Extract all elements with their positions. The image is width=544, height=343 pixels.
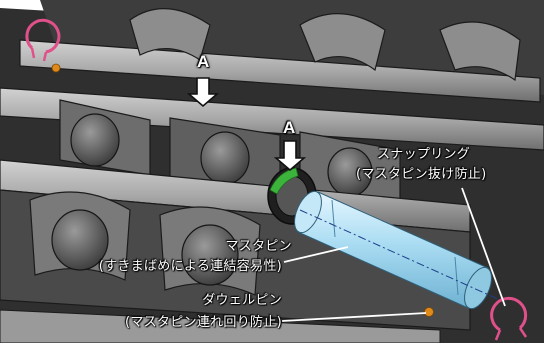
snap-ring-icon-upper xyxy=(25,18,61,62)
upper-link-row xyxy=(19,8,541,103)
dowel-pin-description: (マスタピン連れ回り防止) xyxy=(124,315,282,330)
master-pin-description: (すきまばめによる連結容易性) xyxy=(98,259,282,274)
dowel-pin-label: ダウェルピン xyxy=(202,293,282,308)
snap-ring-description: (マスタピン抜け防止) xyxy=(356,167,487,182)
snap-ring-icon-lower xyxy=(490,296,528,341)
view-arrow-down-icon-2 xyxy=(273,140,307,172)
view-arrow-down-icon-1 xyxy=(186,77,220,108)
leader-lines xyxy=(281,187,506,322)
lower-row-bosses xyxy=(51,209,239,286)
master-pin xyxy=(294,190,492,310)
snap-ring-label: スナップリング xyxy=(377,147,471,162)
master-pin-label: マスタピン xyxy=(225,239,292,254)
leader-dowel-pin xyxy=(281,312,427,322)
bore-highlight xyxy=(269,167,299,195)
view-mark-label-2: A xyxy=(283,118,296,137)
middle-row-bosses xyxy=(70,113,373,197)
bottom-plate xyxy=(0,309,441,343)
leader-snap-ring xyxy=(461,187,506,307)
view-mark-label-1: A xyxy=(197,52,210,71)
pin-centerline xyxy=(299,209,501,301)
dowel-pin-icon-upper xyxy=(51,63,61,73)
dowel-pin-icon-lower xyxy=(424,307,434,317)
leader-master-pin xyxy=(283,246,349,263)
